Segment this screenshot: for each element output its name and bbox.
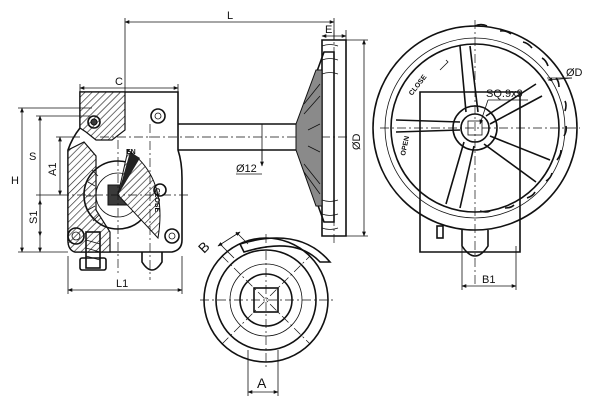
spokes-2 <box>395 45 543 205</box>
quadrant-guide <box>238 237 332 263</box>
dim-A1: A1 <box>47 163 59 176</box>
dimensions <box>18 18 573 396</box>
housing-section-left <box>67 141 111 253</box>
dim-A: A <box>257 375 267 391</box>
dim-shaft-dia: Ø12 <box>236 163 257 175</box>
bolt-top-left <box>87 115 101 129</box>
handwheel-front-view: OPEN CLOSE <box>372 20 580 285</box>
dim-handwheel-dia-side: ØD <box>351 133 363 150</box>
open-text: OPEN <box>400 136 411 157</box>
spoke-ribs <box>303 83 321 195</box>
indicator-en-text: EN <box>126 149 136 156</box>
section-view: EN CLOSE <box>60 91 350 280</box>
close-text: CLOSE <box>408 74 429 98</box>
bolt-bottom-left <box>67 227 85 245</box>
bottom-detail-view <box>200 234 336 370</box>
dim-square: SQ.9x9 <box>486 88 523 100</box>
dim-S: S <box>29 151 36 163</box>
adjust-screw-body <box>85 231 101 269</box>
dim-E: E <box>325 24 332 36</box>
dimension-labels: L E C H S A1 S1 L1 Ø12 ØD ØD SQ.9x9 B1 B… <box>11 10 583 391</box>
dim-B1: B1 <box>482 274 495 286</box>
dim-handwheel-dia-front: ØD <box>566 67 583 79</box>
rim-grip <box>321 44 339 230</box>
dim-B: B <box>195 238 213 256</box>
indicator-close-text: CLOSE <box>153 188 160 212</box>
gear-teeth <box>86 169 100 222</box>
dim-L: L <box>227 10 233 22</box>
stop-screw <box>153 183 167 197</box>
bolt-bottom-right <box>164 228 180 244</box>
bolt-bottom-right-inner <box>168 232 176 240</box>
dim-L1: L1 <box>116 278 128 290</box>
spokes <box>395 45 551 209</box>
gearbox-outline-behind <box>419 91 521 253</box>
handwheel-side-view <box>295 30 347 246</box>
bottom-boss <box>141 252 163 271</box>
bolt-top-left-inner <box>90 118 98 126</box>
front-side-screw <box>436 225 444 239</box>
detail-centerline-diag <box>221 255 311 345</box>
dim-C: C <box>115 76 123 88</box>
dim-H: H <box>11 175 19 187</box>
bolt-top-right <box>150 108 166 124</box>
detail-centerline-diag2 <box>221 255 311 345</box>
bolt-top-right-inner <box>154 112 162 120</box>
adjust-screw-nut <box>79 257 107 271</box>
handwheel-spokes <box>295 69 323 207</box>
dim-S1: S1 <box>28 211 40 224</box>
bolt-bottom-left-inner <box>71 231 81 241</box>
arrow-close <box>439 59 449 71</box>
gearbox-body <box>67 91 183 253</box>
